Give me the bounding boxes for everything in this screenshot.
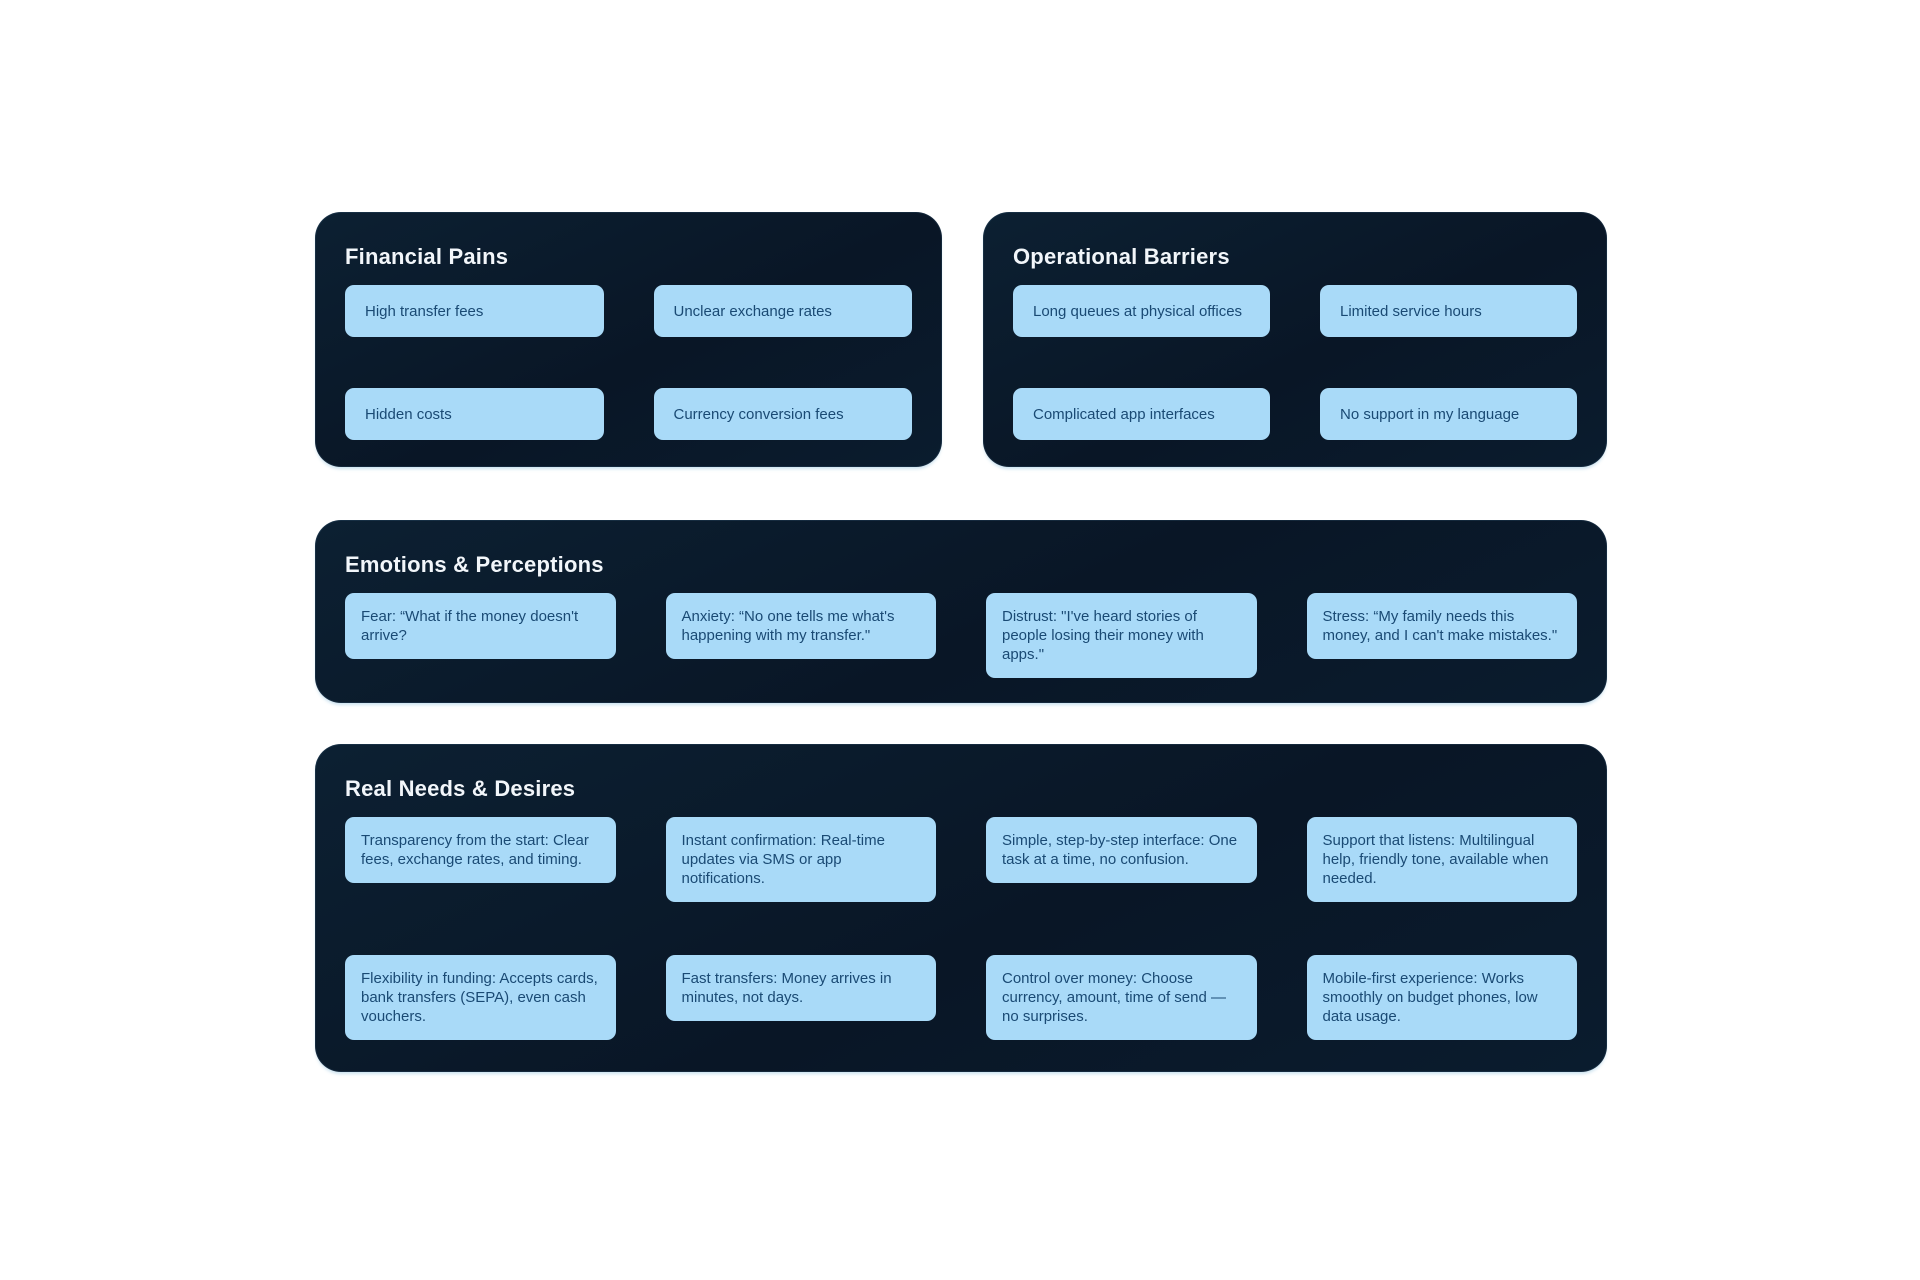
note-card[interactable]: Unclear exchange rates xyxy=(653,285,912,337)
note-card[interactable]: Complicated app interfaces xyxy=(1013,388,1270,440)
note-card[interactable]: Limited service hours xyxy=(1320,285,1577,337)
section-title: Financial Pains xyxy=(345,244,509,269)
note-card[interactable]: Transparency from the start: Clear fees,… xyxy=(345,817,616,883)
card-grid: Transparency from the start: Clear fees,… xyxy=(345,817,1577,1040)
section-title: Operational Barriers xyxy=(1013,244,1230,269)
note-card[interactable]: Simple, step-by-step interface: One task… xyxy=(986,817,1257,883)
note-card[interactable]: Anxiety: “No one tells me what's happeni… xyxy=(665,593,936,659)
section-title: Emotions & Perceptions xyxy=(345,552,604,577)
section-title: Real Needs & Desires xyxy=(345,776,576,801)
section-real-needs-desires[interactable]: Real Needs & Desires Transparency from t… xyxy=(315,744,1607,1072)
section-financial-pains[interactable]: Financial Pains High transfer fees Uncle… xyxy=(315,212,942,467)
note-card[interactable]: Instant confirmation: Real-time updates … xyxy=(665,817,936,902)
note-card[interactable]: Distrust: "I've heard stories of people … xyxy=(986,593,1257,678)
section-emotions-perceptions[interactable]: Emotions & Perceptions Fear: “What if th… xyxy=(315,520,1607,703)
note-card[interactable]: High transfer fees xyxy=(345,285,604,337)
note-card[interactable]: Fear: “What if the money doesn't arrive? xyxy=(345,593,616,659)
note-card[interactable]: Long queues at physical offices xyxy=(1013,285,1270,337)
note-card[interactable]: Currency conversion fees xyxy=(653,388,912,440)
card-grid: High transfer fees Unclear exchange rate… xyxy=(345,285,912,440)
note-card[interactable]: Hidden costs xyxy=(345,388,604,440)
note-card[interactable]: Mobile-first experience: Works smoothly … xyxy=(1306,955,1577,1040)
note-card[interactable]: Flexibility in funding: Accepts cards, b… xyxy=(345,955,616,1040)
card-grid: Fear: “What if the money doesn't arrive?… xyxy=(345,593,1577,678)
section-operational-barriers[interactable]: Operational Barriers Long queues at phys… xyxy=(983,212,1607,467)
note-card[interactable]: Stress: “My family needs this money, and… xyxy=(1306,593,1577,659)
note-card[interactable]: Support that listens: Multilingual help,… xyxy=(1306,817,1577,902)
note-card[interactable]: No support in my language xyxy=(1320,388,1577,440)
note-card[interactable]: Fast transfers: Money arrives in minutes… xyxy=(665,955,936,1021)
note-card[interactable]: Control over money: Choose currency, amo… xyxy=(986,955,1257,1040)
card-grid: Long queues at physical offices Limited … xyxy=(1013,285,1577,440)
